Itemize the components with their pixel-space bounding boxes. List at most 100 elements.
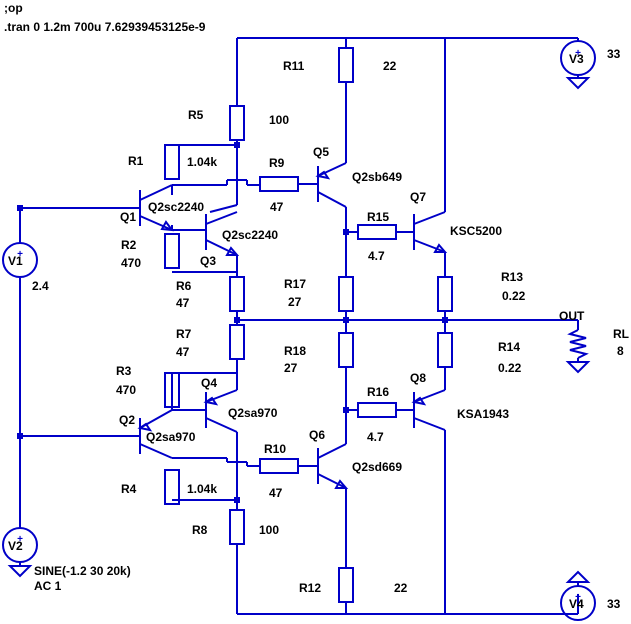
transistor-q6[interactable]: [317, 443, 349, 489]
source-v2[interactable]: +: [2, 527, 38, 578]
q4-model: Q2sa970: [228, 406, 278, 420]
resistor-r9[interactable]: [259, 176, 299, 192]
resistor-rl[interactable]: [567, 329, 589, 359]
transistor-q4[interactable]: [203, 373, 238, 458]
resistor-r18[interactable]: [338, 332, 354, 368]
svg-text:+: +: [575, 592, 581, 603]
r2-value: 470: [121, 256, 141, 270]
junction-dots: [17, 142, 448, 503]
v2-value: SINE(-1.2 30 20k): [34, 564, 131, 578]
transistor-q8[interactable]: [411, 389, 446, 431]
resistor-r8[interactable]: [229, 509, 245, 545]
r18-value: 27: [284, 361, 298, 375]
out-netlabel: OUT: [559, 309, 585, 323]
ground-rl: [565, 361, 591, 374]
resistor-r12[interactable]: [338, 567, 354, 603]
r6-value: 47: [176, 296, 190, 310]
r9-name: R9: [269, 156, 285, 170]
q1-model: Q2sc2240: [148, 200, 204, 214]
wires: [19, 37, 579, 615]
r6-name: R6: [176, 279, 192, 293]
resistor-r2[interactable]: [164, 233, 180, 269]
resistor-r3[interactable]: [164, 372, 180, 408]
r3-name: R3: [116, 364, 132, 378]
resistor-r4[interactable]: [164, 469, 180, 505]
v1-name: V1: [8, 254, 23, 268]
op-directive: ;op: [4, 1, 23, 15]
r7-value: 47: [176, 345, 190, 359]
r4-name: R4: [121, 482, 137, 496]
v3-name: V3: [569, 52, 584, 66]
r4-value: 1.04k: [187, 482, 217, 496]
transistor-q7[interactable]: [413, 211, 448, 253]
q8-name: Q8: [410, 371, 426, 385]
r18-name: R18: [284, 344, 306, 358]
q7-model: KSC5200: [450, 224, 502, 238]
resistor-r5[interactable]: [229, 105, 245, 141]
r8-value: 100: [259, 523, 279, 537]
transistor-q2[interactable]: [137, 409, 173, 459]
resistor-r7[interactable]: [229, 324, 245, 360]
r11-name: R11: [283, 59, 305, 73]
r8-name: R8: [192, 523, 208, 537]
q6-model: Q2sd669: [352, 460, 402, 474]
q7-name: Q7: [410, 190, 426, 204]
transistor-q5[interactable]: [315, 162, 347, 208]
q2-name: Q2: [119, 413, 135, 427]
v2-name: V2: [8, 539, 23, 553]
resistor-r10[interactable]: [259, 458, 299, 474]
rl-name: RL: [613, 327, 629, 341]
q3-name: Q3: [200, 254, 216, 268]
r1-name: R1: [128, 154, 144, 168]
svg-text:+: +: [575, 48, 581, 59]
component-labels: R5 100 R1 1.04k R2 470 R6 47 R7 47 R3 47…: [8, 47, 629, 611]
svg-text:+: +: [17, 249, 23, 260]
r12-value: 22: [394, 581, 408, 595]
resistor-r16[interactable]: [357, 402, 397, 418]
resistor-r13[interactable]: [437, 276, 453, 312]
r17-name: R17: [284, 277, 306, 291]
r15-value: 4.7: [368, 249, 385, 263]
r13-value: 0.22: [502, 289, 526, 303]
resistor-r1[interactable]: [164, 144, 180, 180]
r10-name: R10: [264, 442, 286, 456]
r2-name: R2: [121, 238, 137, 252]
resistor-r6[interactable]: [229, 276, 245, 312]
r5-name: R5: [188, 108, 204, 122]
v2-value2: AC 1: [34, 579, 62, 593]
r5-value: 100: [269, 113, 289, 127]
r1-value: 1.04k: [187, 155, 217, 169]
r13-name: R13: [501, 270, 523, 284]
r16-name: R16: [367, 385, 389, 399]
r10-value: 47: [269, 486, 283, 500]
tran-directive: .tran 0 1.2m 700u 7.62939453125e-9: [4, 20, 206, 34]
r3-value: 470: [116, 383, 136, 397]
resistor-r14[interactable]: [437, 332, 453, 368]
svg-text:+: +: [17, 534, 23, 545]
v4-name: V4: [569, 597, 584, 611]
resistor-r17[interactable]: [338, 276, 354, 312]
q4-name: Q4: [201, 376, 217, 390]
q5-name: Q5: [313, 145, 329, 159]
source-v3[interactable]: +: [560, 40, 596, 90]
r16-value: 4.7: [367, 430, 384, 444]
q1-name: Q1: [120, 210, 136, 224]
source-v1[interactable]: +: [2, 242, 38, 278]
r14-name: R14: [498, 340, 520, 354]
resistor-r15[interactable]: [357, 224, 397, 240]
q5-model: Q2sb649: [352, 170, 402, 184]
q3-model: Q2sc2240: [222, 228, 278, 242]
q2-model: Q2sa970: [146, 430, 196, 444]
q6-name: Q6: [309, 428, 325, 442]
r17-value: 27: [288, 295, 302, 309]
resistor-r11[interactable]: [338, 47, 354, 83]
r12-name: R12: [299, 581, 321, 595]
q8-model: KSA1943: [457, 407, 509, 421]
r9-value: 47: [270, 200, 284, 214]
transistor-q1[interactable]: [139, 184, 175, 232]
source-v4[interactable]: +: [560, 570, 596, 621]
v3-value: 33: [607, 47, 621, 61]
transistor-q3[interactable]: [205, 211, 240, 273]
r14-value: 0.22: [498, 361, 522, 375]
